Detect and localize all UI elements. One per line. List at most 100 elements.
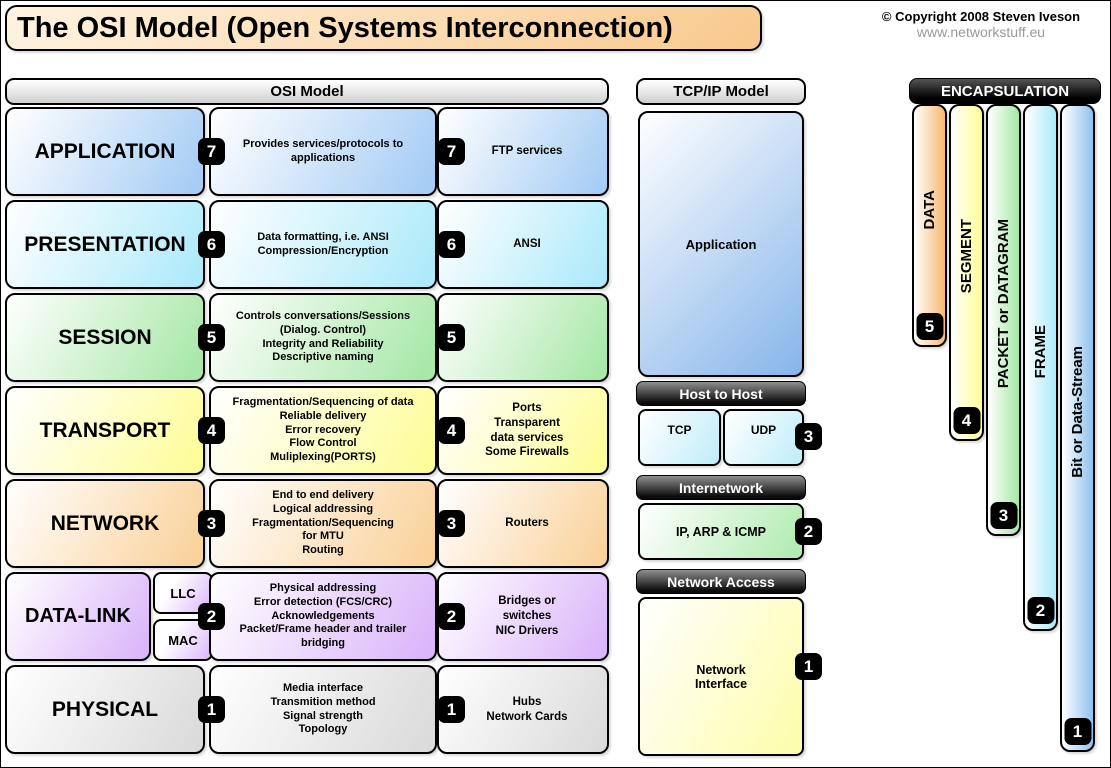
network-access-number-badge: 1 [795, 653, 822, 680]
tcpip-application-box: Application [638, 111, 804, 377]
layer-name-box: PRESENTATION [5, 200, 205, 289]
encapsulation-bar-packet: PACKET or DATAGRAM 3 [986, 104, 1021, 536]
layer-number-badge: 3 [438, 510, 465, 537]
bar-label-wrap: Bit or Data-Stream [1062, 110, 1093, 714]
layer-number-badge: 7 [438, 138, 465, 165]
layer-description: Fragmentation/Sequencing of data Reliabl… [232, 396, 414, 464]
internetwork-box: IP, ARP & ICMP [638, 503, 804, 560]
bar-number-badge: 5 [916, 313, 943, 340]
bar-label-wrap: FRAME [1025, 110, 1056, 593]
layer-examples-box: Bridges or switches NIC Drivers [437, 572, 609, 661]
bar-label: SEGMENT [958, 219, 975, 294]
encapsulation-bar-segment: SEGMENT 4 [949, 104, 984, 441]
host-to-host-number-badge: 3 [795, 423, 822, 450]
bar-number-badge: 3 [990, 502, 1017, 529]
layer-examples: Bridges or switches NIC Drivers [495, 595, 559, 637]
bar-label: PACKET or DATAGRAM [995, 219, 1012, 389]
layer-name-box: APPLICATION [5, 107, 205, 196]
layer-examples-box: Ports Transparent data services Some Fir… [437, 386, 609, 475]
layer-description-box: Physical addressing Error detection (FCS… [209, 572, 437, 661]
layer-examples-box: FTP services [437, 107, 609, 196]
layer-number-badge: 4 [438, 417, 465, 444]
copyright-url: www.networkstuff.eu [916, 24, 1046, 40]
layer-examples: Ports Transparent data services Some Fir… [485, 401, 569, 459]
bar-label: DATA [921, 189, 938, 230]
internetwork-header: Internetwork [636, 475, 806, 500]
udp-label: UDP [750, 423, 777, 437]
layer-description-box: Data formatting, i.e. ANSI Compression/E… [209, 200, 437, 289]
copyright-block: © Copyright 2008 Steven Iveson www.netwo… [856, 9, 1106, 40]
encapsulation-bar-data: DATA 5 [912, 104, 947, 347]
internetwork-number-badge: 2 [795, 518, 822, 545]
layer-name: PRESENTATION [24, 232, 186, 256]
layer-examples: Hubs Network Cards [486, 695, 568, 723]
osi-layer-datalink: DATA-LINK LLC MAC Physical addressing Er… [5, 572, 609, 661]
layer-examples: Routers [505, 517, 549, 530]
layer-number-badge: 2 [438, 603, 465, 630]
osi-layer-presentation: PRESENTATION Data formatting, i.e. ANSI … [5, 200, 609, 289]
bar-number-badge: 1 [1064, 718, 1091, 745]
layer-description-box: Media interface Transmition method Signa… [209, 665, 437, 754]
encapsulation-header: ENCAPSULATION [909, 78, 1101, 104]
layer-name-box: SESSION [5, 293, 205, 382]
layer-description: End to end delivery Logical addressing F… [252, 489, 394, 557]
layer-description: Data formatting, i.e. ANSI Compression/E… [257, 230, 389, 257]
layer-number-badge: 5 [438, 324, 465, 351]
host-to-host-header: Host to Host [636, 381, 806, 406]
osi-layer-network: NETWORK End to end delivery Logical addr… [5, 479, 609, 568]
encapsulation-bar-frame: FRAME 2 [1023, 104, 1058, 631]
osi-layer-session: SESSION Controls conversations/Sessions … [5, 293, 609, 382]
layer-description-box: Fragmentation/Sequencing of data Reliabl… [209, 386, 437, 475]
tcp-box: TCP [638, 409, 721, 466]
layer-description: Provides services/protocols to applicati… [242, 137, 404, 164]
osi-model-header: OSI Model [5, 78, 609, 105]
layer-number-badge: 1 [198, 696, 225, 723]
tcp-label: TCP [667, 423, 692, 437]
layer-name-box: DATA-LINK [5, 572, 151, 661]
layer-name: SESSION [58, 325, 152, 349]
layer-number-badge: 5 [198, 324, 225, 351]
layer-name: NETWORK [50, 511, 160, 535]
layer-number-badge: 6 [438, 231, 465, 258]
layer-number-badge: 2 [198, 603, 225, 630]
layer-name: APPLICATION [34, 139, 176, 163]
layer-description-box: End to end delivery Logical addressing F… [209, 479, 437, 568]
layer-name-box: PHYSICAL [5, 665, 205, 754]
layer-examples-box: Hubs Network Cards [437, 665, 609, 754]
layer-description-box: Controls conversations/Sessions (Dialog.… [209, 293, 437, 382]
network-access-header: Network Access [636, 569, 806, 594]
network-interface-label: Network Interface [694, 662, 748, 691]
bar-label: FRAME [1032, 324, 1049, 379]
layer-description: Media interface Transmition method Signa… [270, 682, 376, 736]
osi-layer-transport: TRANSPORT Fragmentation/Sequencing of da… [5, 386, 609, 475]
bar-label: Bit or Data-Stream [1069, 346, 1086, 478]
internetwork-label: IP, ARP & ICMP [675, 524, 767, 539]
bar-number-badge: 4 [953, 407, 980, 434]
tcpip-application-label: Application [685, 236, 757, 252]
layer-number-badge: 6 [198, 231, 225, 258]
layer-examples-box: ANSI [437, 200, 609, 289]
page-title: The OSI Model (Open Systems Interconnect… [5, 5, 762, 51]
layer-name: TRANSPORT [39, 418, 171, 442]
layer-name: PHYSICAL [51, 697, 159, 721]
layer-description: Physical addressing Error detection (FCS… [239, 582, 407, 650]
copyright-text: © Copyright 2008 Steven Iveson [881, 9, 1081, 24]
layer-examples: ANSI [513, 238, 541, 251]
osi-layer-physical: PHYSICAL Media interface Transmition met… [5, 665, 609, 754]
layer-name-box: NETWORK [5, 479, 205, 568]
udp-box: UDP [723, 409, 804, 466]
bar-label-wrap: SEGMENT [951, 110, 982, 403]
layer-number-badge: 4 [198, 417, 225, 444]
bar-label-wrap: DATA [914, 110, 945, 309]
layer-examples: FTP services [491, 145, 563, 158]
bar-number-badge: 2 [1027, 597, 1054, 624]
layer-number-badge: 3 [198, 510, 225, 537]
layer-name: DATA-LINK [25, 605, 131, 627]
layer-description-box: Provides services/protocols to applicati… [209, 107, 437, 196]
osi-layer-application: APPLICATION Provides services/protocols … [5, 107, 609, 196]
layer-number-badge: 7 [198, 138, 225, 165]
encapsulation-bar-bitstream: Bit or Data-Stream 1 [1060, 104, 1095, 752]
layer-description: Controls conversations/Sessions (Dialog.… [235, 310, 411, 364]
tcpip-model-header: TCP/IP Model [636, 78, 806, 105]
bar-label-wrap: PACKET or DATAGRAM [988, 110, 1019, 498]
